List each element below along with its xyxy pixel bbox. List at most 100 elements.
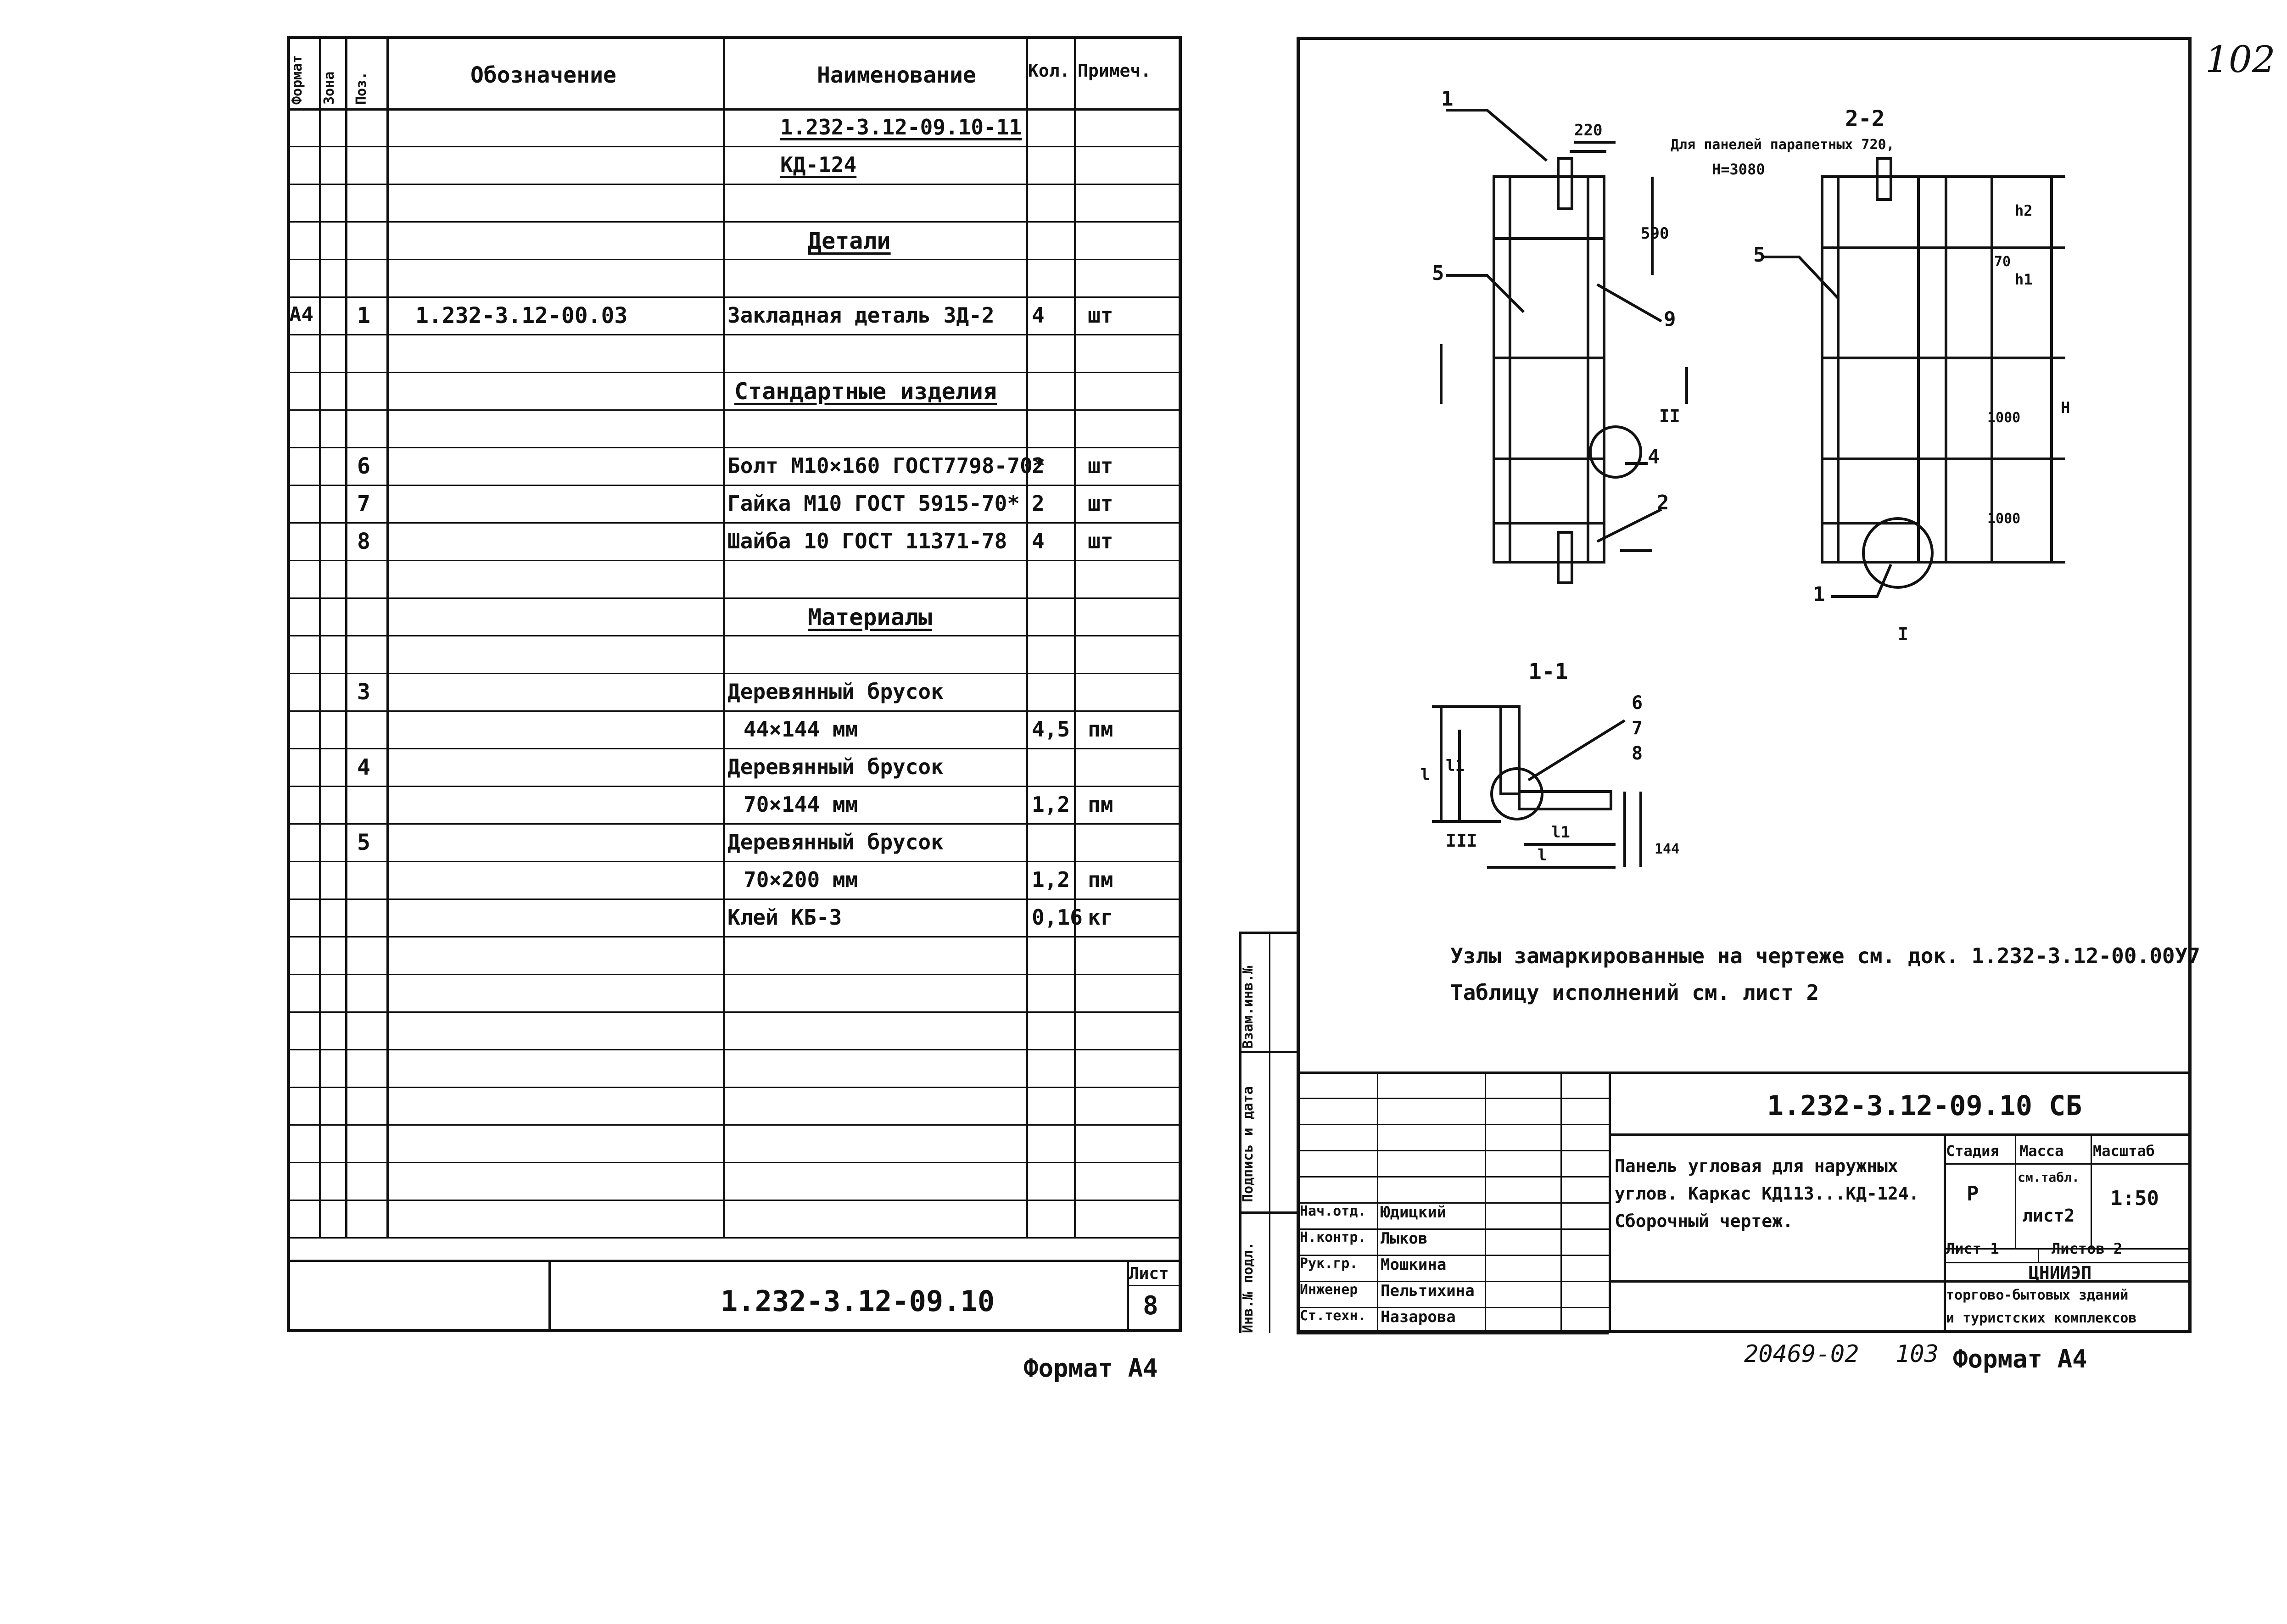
row-rule	[287, 823, 1182, 825]
letter-h2: h2	[2015, 202, 2033, 219]
drawing-title-2: углов. Каркас КД113...КД-124.	[1615, 1183, 1919, 1204]
row-rule	[287, 673, 1182, 674]
staff-name: Юдицкий	[1381, 1203, 1447, 1222]
row-designation: 1.232-3.12-00.03	[415, 303, 628, 329]
staff-name: Пельтихина	[1381, 1282, 1475, 1300]
letter-l-horiz: l	[1538, 846, 1547, 865]
label-parapet-h: Н=3080	[1712, 161, 1765, 178]
row-position: 4	[357, 754, 370, 780]
note-nodes: Узлы замаркированные на чертеже см. док.…	[1450, 943, 2200, 968]
row-name: Материалы	[808, 604, 932, 631]
label-rule	[1944, 1163, 2192, 1165]
letter-l1-horiz: l1	[1551, 823, 1570, 842]
side-stamp-border	[1239, 932, 1241, 1333]
footer-sheet-rule	[1127, 1285, 1182, 1286]
row-format: А4	[289, 303, 313, 326]
row-quantity: 4	[1032, 303, 1045, 328]
drawing-title-3: Сборочный чертеж.	[1615, 1211, 1793, 1231]
footer-column-rule	[548, 1260, 551, 1332]
row-rule	[287, 1087, 1182, 1088]
staff-row-rule	[1297, 1255, 1609, 1256]
org-name-2: торгово-бытовых зданий	[1946, 1287, 2129, 1303]
letter-H: Н	[2061, 399, 2070, 417]
footer-page: 103	[1896, 1340, 1939, 1368]
row-position: 1	[357, 303, 370, 329]
letter-l-vert: l	[1420, 766, 1430, 784]
staff-role: Рук.гр.	[1300, 1256, 1358, 1272]
sheet-rule	[1944, 1248, 2192, 1250]
row-rule	[287, 372, 1182, 373]
sheets-label: Листов 2	[2052, 1240, 2123, 1257]
dim-1000-a: 1000	[1987, 410, 2020, 426]
stage-label: Стадия	[1946, 1142, 1999, 1160]
title-block-top	[1297, 1072, 2192, 1074]
node-label-III: III	[1446, 831, 1477, 851]
row-quantity: 2	[1032, 453, 1045, 478]
row-rule	[287, 259, 1182, 260]
row-note: шт	[1088, 529, 1113, 553]
row-rule	[287, 1200, 1182, 1201]
node-label-I: I	[1898, 624, 1908, 644]
staff-role: Нач.отд.	[1300, 1203, 1366, 1219]
label-section-22: 2-2	[1845, 106, 1885, 132]
right-format-label: Формат А4	[1953, 1345, 2087, 1373]
drawing-title-1: Панель угловая для наружных	[1615, 1156, 1898, 1176]
title-rule	[1609, 1280, 2192, 1283]
row-rule	[287, 597, 1182, 599]
row-position: 3	[357, 679, 370, 705]
mass-rule	[2015, 1133, 2016, 1248]
row-name: 44×144 мм	[744, 717, 858, 742]
staff-row-rule	[1297, 1124, 1609, 1125]
frame-section-22	[1821, 175, 1920, 564]
header-name: Наименование	[817, 62, 976, 88]
row-name: 1.232-3.12-09.10-11	[780, 115, 1022, 140]
row-rule	[287, 334, 1182, 335]
footer-number: 20469-02	[1744, 1340, 1859, 1368]
column-rule	[723, 36, 725, 1237]
column-rule	[386, 36, 389, 1237]
org-name-3: и туристских комплексов	[1946, 1310, 2137, 1326]
row-position: 8	[357, 529, 370, 554]
header-rule	[287, 108, 1182, 111]
header-note: Примеч.	[1078, 61, 1152, 81]
leader-9: 9	[1664, 307, 1676, 331]
dim-1000-b: 1000	[1987, 511, 2020, 527]
leader-1: 1	[1441, 87, 1454, 111]
row-rule	[287, 786, 1182, 787]
row-quantity: 1,2	[1032, 792, 1070, 817]
column-rule	[319, 36, 321, 1237]
row-note: пм	[1088, 717, 1113, 742]
row-rule	[287, 1124, 1182, 1126]
row-name: Стандартные изделия	[734, 378, 997, 405]
left-footer-code: 1.232-3.12-09.10	[721, 1284, 995, 1318]
row-rule	[287, 748, 1182, 749]
header-designation: Обозначение	[470, 62, 616, 88]
title-block-divider	[1609, 1072, 1611, 1333]
side-stamp-rule	[1269, 932, 1270, 1333]
row-rule	[287, 296, 1182, 298]
frame-elevation	[1493, 175, 1605, 564]
column-rule	[1026, 36, 1028, 1237]
mass-label: Масса	[2019, 1142, 2064, 1160]
staff-role: Инженер	[1300, 1282, 1358, 1298]
leader-6: 6	[1632, 692, 1643, 714]
row-rule	[287, 936, 1182, 938]
dim-220: 220	[1574, 121, 1602, 140]
sheet-divider	[2038, 1248, 2039, 1262]
staff-row-rule	[1297, 1228, 1609, 1230]
row-rule	[287, 899, 1182, 900]
left-sheet-number: 8	[1143, 1291, 1158, 1321]
leader-7: 7	[1632, 718, 1643, 739]
scale-value: 1:50	[2110, 1187, 2159, 1210]
letter-l1-vert: l1	[1446, 757, 1465, 775]
staff-row-rule	[1297, 1281, 1609, 1282]
sheet-label: Лист 1	[1946, 1240, 1999, 1257]
mass-value-1: см.табл.	[2018, 1170, 2080, 1185]
row-name: Гайка М10 ГОСТ 5915-70*	[727, 491, 1020, 516]
row-name: Клей КБ-3	[727, 905, 842, 930]
row-rule	[287, 1011, 1182, 1013]
scale-label: Масштаб	[2093, 1142, 2155, 1160]
row-rule	[287, 447, 1182, 448]
row-name: Болт М10×160 ГОСТ7798-70*	[727, 453, 1046, 478]
row-name: Шайба 10 ГОСТ 11371-78	[727, 529, 1007, 553]
